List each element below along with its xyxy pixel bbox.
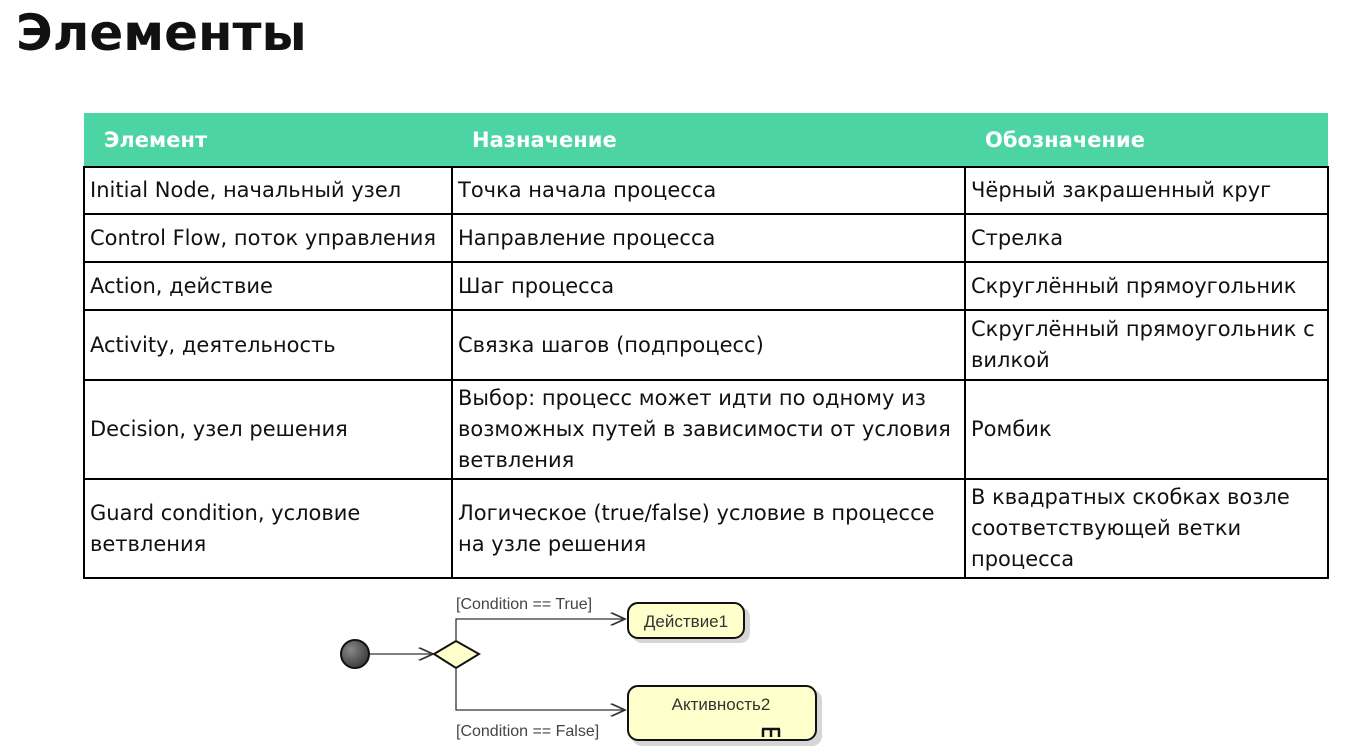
activity-diagram: [Condition == True] [Condition == False]…	[340, 596, 822, 746]
elements-table: Элемент Назначение Обозначение Initial N…	[83, 113, 1329, 579]
activity-node	[627, 685, 817, 741]
cell-purpose: Логическое (true/false) условие в процес…	[451, 478, 966, 579]
initial-node	[340, 639, 370, 669]
table-row: Control Flow, поток управления Направлен…	[83, 213, 1329, 263]
cell-purpose: Связка шагов (подпроцесс)	[451, 309, 966, 381]
cell-notation: Стрелка	[964, 213, 1329, 263]
cell-purpose: Точка начала процесса	[451, 166, 966, 215]
table-row: Guard condition, условие ветвления Логич…	[83, 478, 1329, 579]
header-notation: Обозначение	[965, 113, 1328, 168]
action-node	[627, 602, 745, 639]
cell-notation: Скруглённый прямоугольник с вилкой	[964, 309, 1329, 381]
guard-false-label: [Condition == False]	[456, 723, 599, 740]
cell-element: Decision, узел решения	[83, 379, 453, 480]
cell-purpose: Выбор: процесс может идти по одному из в…	[451, 379, 966, 480]
cell-purpose: Направление процесса	[451, 213, 966, 263]
cell-notation: Ромбик	[964, 379, 1329, 480]
cell-purpose: Шаг процесса	[451, 261, 966, 311]
fork-icon	[761, 727, 781, 737]
cell-element: Guard condition, условие ветвления	[83, 478, 453, 579]
table-header-row: Элемент Назначение Обозначение	[84, 113, 1328, 168]
header-purpose: Назначение	[452, 113, 965, 168]
table-row: Activity, деятельность Связка шагов (под…	[83, 309, 1329, 381]
cell-notation: В квадратных скобках возле соответствующ…	[964, 478, 1329, 579]
table-row: Decision, узел решения Выбор: процесс мо…	[83, 379, 1329, 480]
cell-element: Initial Node, начальный узел	[83, 166, 453, 215]
false-branch-flow	[455, 668, 625, 710]
cell-element: Activity, деятельность	[83, 309, 453, 381]
table-row: Initial Node, начальный узел Точка начал…	[83, 166, 1329, 215]
true-branch-flow	[455, 619, 625, 641]
decision-node	[432, 639, 481, 670]
cell-element: Action, действие	[83, 261, 453, 311]
guard-true-label: [Condition == True]	[456, 596, 592, 613]
header-element: Элемент	[84, 113, 452, 168]
cell-element: Control Flow, поток управления	[83, 213, 453, 263]
cell-notation: Чёрный закрашенный круг	[964, 166, 1329, 215]
page-title: Элементы	[16, 4, 307, 62]
action-label: Действие1	[644, 612, 728, 631]
table-row: Action, действие Шаг процесса Скруглённы…	[83, 261, 1329, 311]
activity-label: Активность2	[672, 695, 771, 714]
cell-notation: Скруглённый прямоугольник	[964, 261, 1329, 311]
